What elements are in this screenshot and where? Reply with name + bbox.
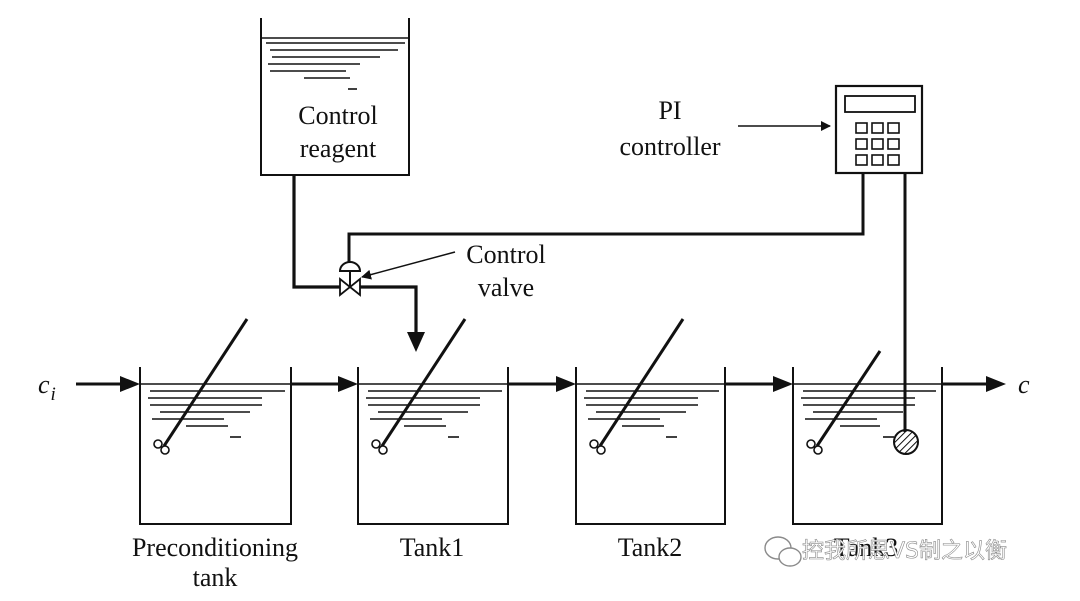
valve-pointer-arrow xyxy=(361,251,456,280)
controller-display xyxy=(844,95,916,113)
valve-label-line2: valve xyxy=(478,273,534,302)
precond-label-line2: tank xyxy=(193,563,238,592)
wechat-icon xyxy=(764,536,802,567)
valve-label-line1: Control xyxy=(466,240,545,269)
tank2-label: Tank2 xyxy=(618,533,683,562)
reagent-pipe xyxy=(292,175,425,352)
tank2-stirrer-shaft xyxy=(598,318,685,447)
valve-actuator xyxy=(338,261,362,272)
pi-controller xyxy=(834,84,924,175)
concentration-sensor xyxy=(893,429,919,455)
pi-label-line2: controller xyxy=(619,132,720,161)
precond-liquid-lines xyxy=(141,383,290,438)
reagent-label-line2: reagent xyxy=(300,134,377,163)
controller-output-signal-line xyxy=(347,173,865,262)
controller-keypad xyxy=(855,122,900,166)
tank3-stirrer-shaft xyxy=(815,350,882,447)
control-reagent-tank: Control reagent xyxy=(260,18,410,176)
preconditioning-tank xyxy=(139,318,292,525)
tank3 xyxy=(792,350,943,525)
tank3-stirrer-impeller xyxy=(806,439,823,455)
control-valve xyxy=(338,261,362,297)
pi-label-line1: PI xyxy=(658,96,681,125)
tank1-liquid-lines xyxy=(359,383,507,438)
watermark-text: 控我所思VS制之以衡 xyxy=(802,539,1007,564)
watermark: 控我所思VS制之以衡 xyxy=(764,536,1007,567)
tank1-stirrer-shaft xyxy=(380,318,467,447)
reagent-liquid-lines xyxy=(262,37,408,90)
reagent-label-line1: Control xyxy=(298,101,377,130)
precond-stirrer-shaft xyxy=(162,318,249,447)
precond-label-line1: Preconditioning xyxy=(132,533,298,562)
tank2-liquid-lines xyxy=(577,383,724,438)
tank2-stirrer-impeller xyxy=(589,439,606,455)
tank3-liquid-lines xyxy=(794,383,941,438)
inlet-concentration-label: ci xyxy=(38,370,56,405)
flow-arrowheads xyxy=(120,376,1006,392)
tank1 xyxy=(357,318,509,525)
outlet-concentration-label: c xyxy=(1018,370,1030,399)
precond-stirrer-impeller xyxy=(153,439,170,455)
tank2 xyxy=(575,318,726,525)
tank1-stirrer-impeller xyxy=(371,439,388,455)
reagent-flow-arrowhead xyxy=(407,332,425,352)
tank1-label: Tank1 xyxy=(400,533,465,562)
tank3-label: Tank3 xyxy=(834,533,899,562)
